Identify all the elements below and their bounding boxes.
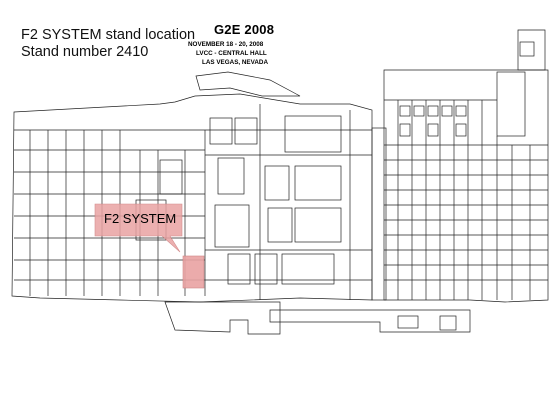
booth-block	[227, 253, 251, 285]
booth-block	[519, 41, 535, 57]
booth-block	[254, 253, 278, 285]
south-lobby	[164, 301, 281, 335]
booth-block	[209, 117, 233, 145]
east-hall-outline	[383, 69, 549, 303]
booth-block	[441, 105, 453, 117]
booth-block	[399, 123, 411, 137]
highlight-callout	[94, 203, 183, 253]
connector-hall	[371, 127, 387, 301]
booth-block	[397, 315, 419, 329]
booth-block	[214, 204, 250, 248]
booth-block	[159, 159, 183, 195]
booth-block	[455, 105, 467, 117]
event-hall: LVCC - CENTRAL HALL	[196, 50, 267, 57]
event-title: G2E 2008	[214, 22, 275, 37]
booth-block	[399, 105, 411, 117]
booth-block	[234, 117, 258, 145]
booth-block	[439, 315, 457, 331]
east-extension	[517, 29, 546, 71]
south-concourse	[269, 309, 471, 333]
booth-block	[294, 207, 342, 243]
booth-block	[427, 123, 439, 137]
booth-block	[427, 105, 439, 117]
event-dates: NOVEMBER 18 - 20, 2008	[188, 41, 264, 48]
booth-block	[455, 123, 467, 137]
booth-block	[284, 115, 342, 153]
highlighted-stand-2410	[182, 255, 205, 289]
booth-block	[267, 207, 293, 243]
event-city: LAS VEGAS, NEVADA	[202, 59, 269, 66]
booth-block	[264, 165, 290, 201]
booth-block	[294, 165, 342, 201]
east-annex	[496, 71, 526, 137]
booth-block	[217, 157, 245, 195]
main-hall-outline	[11, 93, 373, 303]
north-wing	[195, 71, 301, 97]
booth-block	[413, 105, 425, 117]
booth-block	[281, 253, 335, 285]
stand-location-title: F2 SYSTEM stand location	[21, 27, 196, 43]
stand-number-label: Stand number 2410	[21, 44, 149, 60]
highlight-label: F2 SYSTEM	[104, 211, 177, 226]
